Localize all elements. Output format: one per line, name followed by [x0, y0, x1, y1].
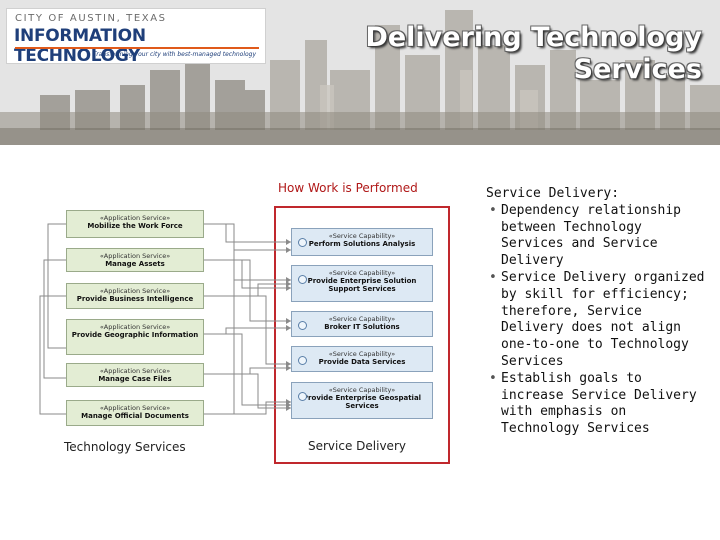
capability-icon — [298, 356, 307, 365]
logo-department-text: INFORMATION TECHNOLOGY — [14, 26, 146, 66]
application-service-name: Manage Assets — [105, 260, 165, 268]
stereotype-label: «Service Capability» — [328, 232, 396, 240]
service-capability-box: «Service Capability» Provide Enterprise … — [291, 265, 433, 302]
service-capability-name: Provide Enterprise Solution Support Serv… — [307, 277, 417, 293]
stereotype-label: «Application Service» — [99, 287, 171, 295]
application-service-name: Provide Geographic Information — [71, 331, 199, 339]
logo-city-text: CITY OF AUSTIN, TEXAS — [15, 13, 167, 24]
application-service-box: «Application Service» Mobilize the Work … — [66, 210, 204, 238]
city-it-logo: CITY OF AUSTIN, TEXAS INFORMATION TECHNO… — [6, 8, 266, 66]
application-service-box: «Application Service» Manage Assets — [66, 248, 204, 272]
capability-icon — [298, 321, 307, 330]
capability-icon — [298, 275, 307, 284]
stereotype-label: «Application Service» — [99, 323, 171, 331]
bullet-text: Dependency relationship between Technolo… — [501, 202, 682, 269]
slide-title-line-1: Delivering Technology — [365, 22, 702, 53]
stereotype-label: «Service Capability» — [328, 386, 396, 394]
service-capability-box: «Service Capability» Provide Enterprise … — [291, 382, 433, 419]
notes-heading: Service Delivery: — [486, 186, 620, 201]
city-skyline-image — [0, 0, 720, 145]
service-delivery-label: Service Delivery — [308, 439, 406, 453]
stereotype-label: «Service Capability» — [328, 315, 396, 323]
application-service-name: Provide Business Intelligence — [76, 295, 194, 303]
stereotype-label: «Application Service» — [99, 214, 171, 222]
list-item: •Dependency relationship between Technol… — [486, 203, 712, 270]
application-service-name: Mobilize the Work Force — [87, 222, 183, 230]
bullet-icon: • — [489, 370, 497, 386]
bullet-icon: • — [489, 269, 497, 285]
stereotype-label: «Application Service» — [99, 367, 171, 375]
service-capability-name: Broker IT Solutions — [324, 323, 400, 331]
dependency-diagram: How Work is Performed — [30, 178, 460, 478]
capability-icon — [298, 238, 307, 247]
service-delivery-notes: Service Delivery: •Dependency relationsh… — [486, 186, 712, 438]
header-banner: CITY OF AUSTIN, TEXAS INFORMATION TECHNO… — [0, 0, 720, 145]
service-capability-box: «Service Capability» Perform Solutions A… — [291, 228, 433, 256]
application-service-box: «Application Service» Provide Business I… — [66, 283, 204, 309]
list-item: •Establish goals to increase Service Del… — [486, 371, 712, 438]
dependency-connectors — [39, 223, 291, 415]
service-delivery-highlight-frame — [274, 206, 450, 464]
list-item: •Service Delivery organized by skill for… — [486, 270, 712, 371]
technology-services-label: Technology Services — [64, 440, 186, 454]
slide-title: Delivering Technology Services — [282, 22, 702, 86]
service-capability-name: Provide Enterprise Geospatial Services — [302, 394, 422, 410]
stereotype-label: «Service Capability» — [328, 269, 396, 277]
application-service-box: «Application Service» Provide Geographic… — [66, 319, 204, 355]
notes-bullet-list: •Dependency relationship between Technol… — [486, 203, 712, 438]
bullet-text: Establish goals to increase Service Deli… — [501, 370, 697, 437]
service-capability-box: «Service Capability» Broker IT Solutions — [291, 311, 433, 337]
logo-tagline: Transforming your city with best-managed… — [93, 51, 257, 58]
slide-title-line-2: Services — [573, 54, 702, 85]
application-service-box: «Application Service» Manage Case Files — [66, 363, 204, 387]
stereotype-label: «Application Service» — [99, 252, 171, 260]
stereotype-label: «Service Capability» — [328, 350, 396, 358]
service-capability-box: «Service Capability» Provide Data Servic… — [291, 346, 433, 372]
stereotype-label: «Application Service» — [99, 404, 171, 412]
bullet-icon: • — [489, 202, 497, 218]
service-capability-name: Perform Solutions Analysis — [308, 240, 416, 248]
diagram-heading: How Work is Performed — [278, 181, 418, 195]
bullet-text: Service Delivery organized by skill for … — [501, 269, 705, 369]
service-capability-name: Provide Data Services — [318, 358, 406, 366]
capability-icon — [298, 392, 307, 401]
application-service-name: Manage Official Documents — [81, 412, 189, 420]
application-service-box: «Application Service» Manage Official Do… — [66, 400, 204, 426]
application-service-name: Manage Case Files — [98, 375, 172, 383]
logo-rule — [15, 47, 259, 49]
